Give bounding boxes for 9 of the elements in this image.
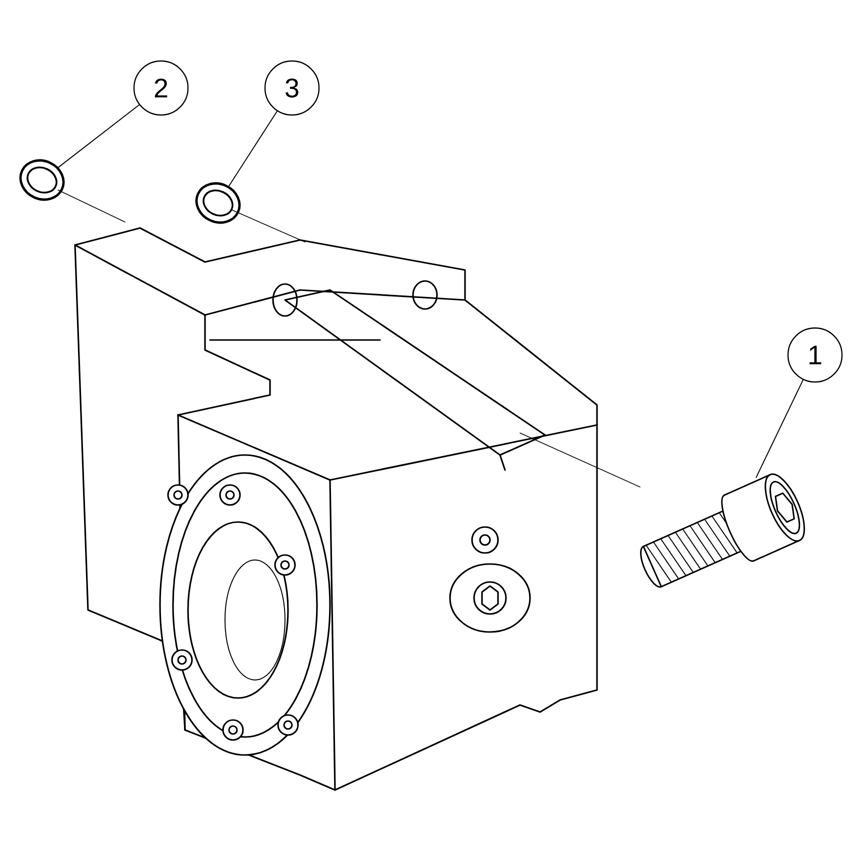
o-ring-drawing — [19, 159, 65, 201]
leader-line — [228, 110, 278, 186]
screw-drawing — [640, 474, 805, 588]
callout-number: 2 — [133, 60, 189, 116]
callout-number: 3 — [264, 60, 320, 116]
leader-line — [756, 379, 804, 478]
callout-number: 1 — [787, 327, 843, 383]
o-ring-drawing — [195, 182, 241, 224]
leader-line — [58, 104, 140, 168]
